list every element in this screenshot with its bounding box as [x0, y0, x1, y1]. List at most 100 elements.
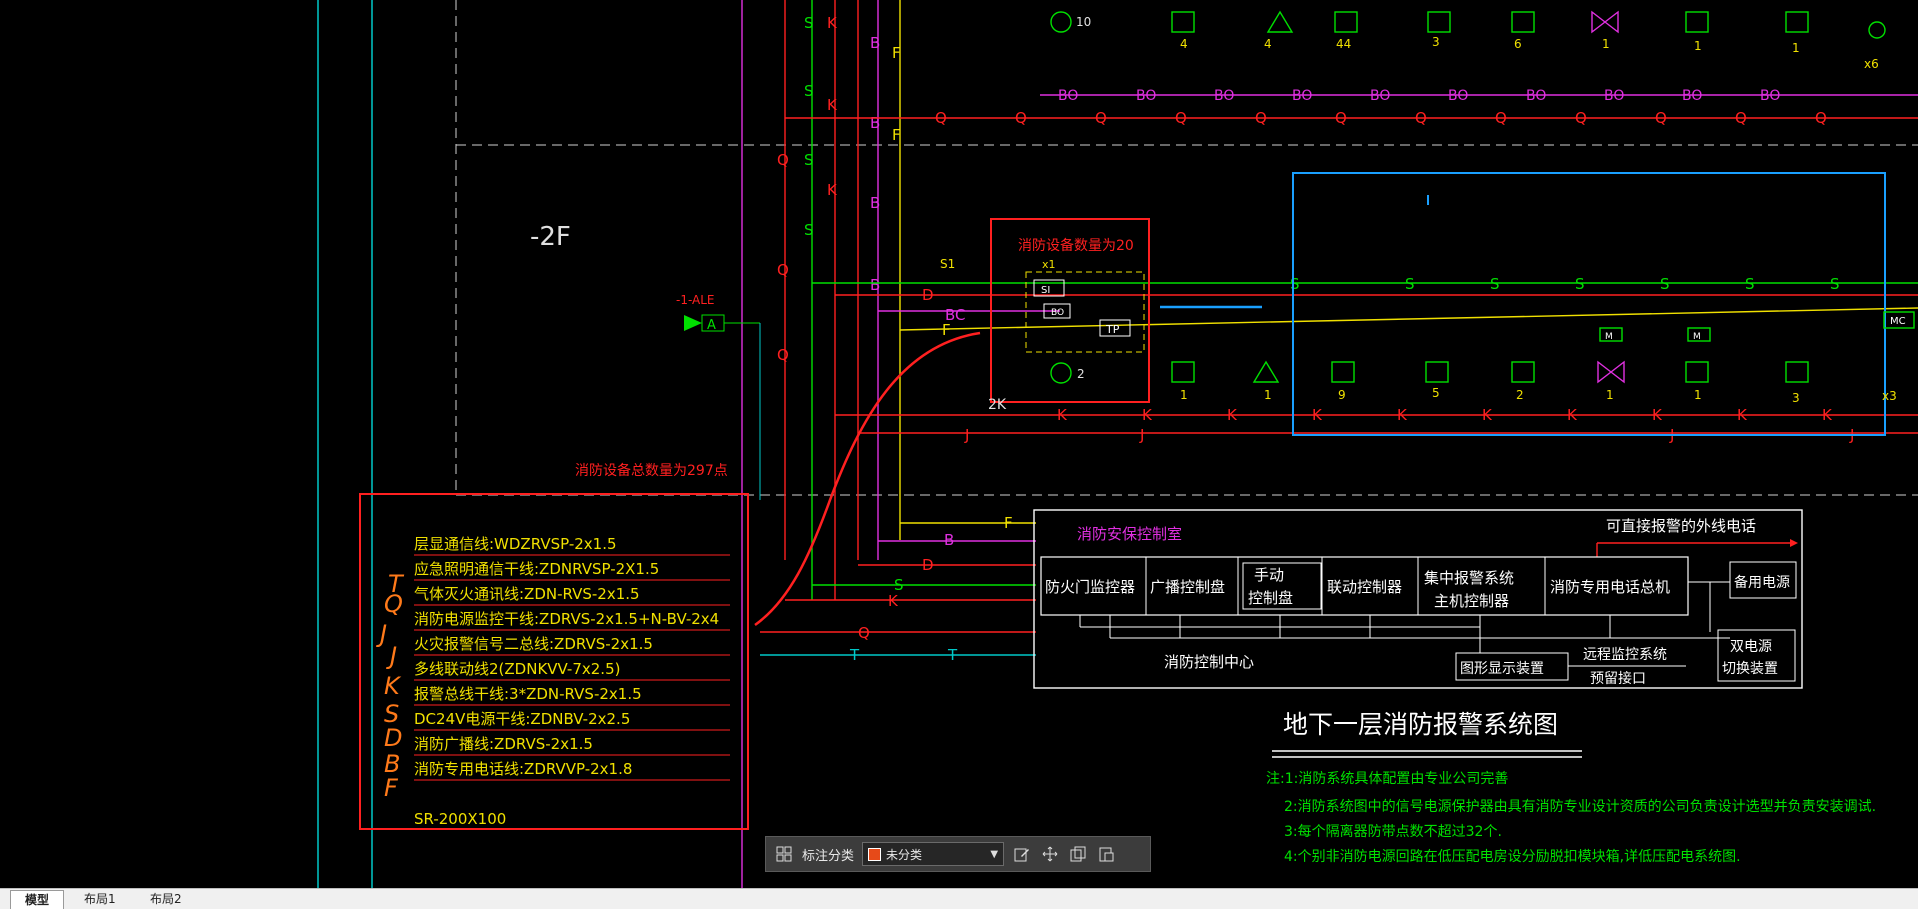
- bus-label-bo: BO: [1214, 88, 1234, 104]
- bus-label-k: K: [1057, 406, 1068, 424]
- riser-letter-q: Q: [777, 346, 789, 364]
- legend-box[interactable]: [359, 493, 749, 830]
- paste-icon[interactable]: [1096, 844, 1116, 864]
- edit-icon[interactable]: [1012, 844, 1032, 864]
- device-count: 1: [1694, 388, 1702, 402]
- bus-label-q: Q: [1735, 109, 1747, 127]
- si-tag: SI: [1041, 285, 1050, 296]
- bus-label-s: S: [1830, 275, 1840, 293]
- controller-strip: [1040, 556, 1689, 616]
- legend-lines: 层显通信线:WDZRVSP-2x1.5 应急照明通信干线:ZDNRVSP-2X1.…: [414, 535, 730, 781]
- module-icon: [1685, 361, 1709, 383]
- device-count: 4: [1180, 37, 1188, 51]
- note-line: 3:每个隔离器防带点数不超过32个.: [1284, 823, 1502, 840]
- grid-icon[interactable]: [774, 844, 794, 864]
- riser-letter-s: S: [804, 14, 814, 32]
- tab-layout-2[interactable]: 布局2: [150, 892, 182, 906]
- group-box[interactable]: [990, 218, 1150, 403]
- manual-panel-box: [1242, 562, 1322, 610]
- bus-f: [899, 307, 1918, 331]
- bus-label-bo: BO: [1760, 88, 1780, 104]
- hand-letter: B: [384, 750, 400, 778]
- note-line: 2:消防系统图中的信号电源保护器由具有消防专业设计资质的公司负责设计选型并负责安…: [1284, 799, 1876, 815]
- selection-rectangle[interactable]: [1292, 172, 1886, 436]
- ale-label: -1-ALE: [676, 293, 715, 307]
- legend-item: 应急照明通信干线:ZDNRVSP-2X1.5: [414, 560, 659, 578]
- bus-label-q: Q: [1655, 109, 1667, 127]
- bus-label-j: J: [964, 426, 969, 444]
- legend-item: 消防电源监控干线:ZDRVS-2x1.5+N-BV-2x4: [414, 610, 719, 628]
- ale-box-letter: A: [707, 318, 716, 333]
- backup-power-box: [1729, 561, 1797, 599]
- flow-indicator-icon: [1511, 11, 1535, 33]
- copy-icon[interactable]: [1068, 844, 1088, 864]
- signal-valve-icon: [1591, 10, 1619, 34]
- riser-letter-q: Q: [777, 151, 789, 169]
- bus-label-s: S: [1660, 275, 1670, 293]
- speaker-count: 2: [1077, 367, 1085, 381]
- legend-item: 消防广播线:ZDRVS-2x1.5: [414, 735, 593, 753]
- control-center-label: 消防控制中心: [1164, 653, 1254, 671]
- bus-label-b: B: [944, 531, 954, 549]
- device-count: 4: [1264, 37, 1272, 51]
- device-count: 3: [1432, 35, 1440, 49]
- bus-label-s: S: [1290, 275, 1300, 293]
- bo-tag: BO: [1051, 308, 1064, 318]
- bus-label-k: K: [1312, 406, 1323, 424]
- layout-tab-bar: 模型 布局1 布局2: [0, 888, 1918, 909]
- bus-label-q: Q: [1495, 109, 1507, 127]
- floor-label: -2F: [530, 222, 571, 252]
- smoke-detector-icon: [1171, 361, 1195, 383]
- cad-drawing-canvas[interactable]: -2F S S S S K K K B B B B F F Q Q Q BO B…: [0, 0, 1918, 888]
- drawing-title: 地下一层消防报警系统图: [1283, 710, 1558, 739]
- bus-label-bc: BC: [945, 306, 966, 324]
- bus-label-q: Q: [935, 109, 947, 127]
- cell-door-monitor: 防火门监控器: [1045, 578, 1135, 596]
- control-room-box[interactable]: [1033, 509, 1803, 689]
- cell-broadcast-panel: 广播控制盘: [1150, 578, 1225, 596]
- move-icon[interactable]: [1040, 844, 1060, 864]
- bus-label-s: S: [1575, 275, 1585, 293]
- cell-manual-2: 控制盘: [1248, 589, 1293, 607]
- m-tag: M: [1693, 332, 1701, 342]
- riser-letter-b: B: [870, 194, 880, 212]
- hand-letter: D: [384, 724, 402, 752]
- total-points-label: 消防设备总数量为297点: [575, 462, 728, 479]
- remote-monitor-label: 远程监控系统: [1583, 647, 1667, 663]
- hand-letter: T: [388, 570, 405, 598]
- mc-tag: MC: [1890, 316, 1906, 327]
- annotation-category-select[interactable]: 未分类 ▼: [862, 842, 1005, 866]
- bus-label-s: S: [1490, 275, 1500, 293]
- bus-label-k: K: [888, 592, 899, 610]
- dual-power-label-2: 切换装置: [1722, 660, 1778, 677]
- group-count-label: 消防设备数量为20: [1018, 237, 1134, 254]
- signal-valve-icon: [1597, 360, 1625, 384]
- tp-box: [1099, 319, 1131, 337]
- flow-indicator-icon: [1511, 361, 1535, 383]
- hand-letter: F: [384, 774, 399, 802]
- hand-letter: Q: [384, 590, 403, 618]
- tab-layout-1[interactable]: 布局1: [84, 892, 116, 906]
- device-count: 3: [1792, 391, 1800, 405]
- device-count: 1: [1606, 388, 1614, 402]
- phone-icon: [1785, 361, 1809, 383]
- device-count: 1: [1180, 388, 1188, 402]
- bus-label-k: K: [1652, 406, 1663, 424]
- hand-letter: S: [384, 700, 399, 728]
- tab-model[interactable]: 模型: [10, 890, 65, 909]
- speaker-icon: [1050, 11, 1072, 33]
- legend-footer: SR-200X100: [414, 810, 506, 828]
- category-color-swatch: [868, 847, 882, 861]
- note-line: 4:个别非消防电源回路在低压配电房设分励脱扣模块箱,详低压配电系统图.: [1284, 849, 1741, 865]
- si-box: [1033, 279, 1065, 297]
- device-count: 1: [1792, 41, 1800, 55]
- tp-tag: TP: [1105, 323, 1120, 336]
- bus-label-q: Q: [1815, 109, 1827, 127]
- riser-letter-f: F: [892, 44, 901, 62]
- bus-label-k: K: [1397, 406, 1408, 424]
- x1-label: x1: [1042, 258, 1056, 271]
- annotation-category-value: 未分类: [886, 847, 923, 862]
- manual-alarm-icon: [1331, 361, 1355, 383]
- device-count: 5: [1432, 386, 1440, 400]
- legend-item: 层显通信线:WDZRVSP-2x1.5: [414, 535, 617, 553]
